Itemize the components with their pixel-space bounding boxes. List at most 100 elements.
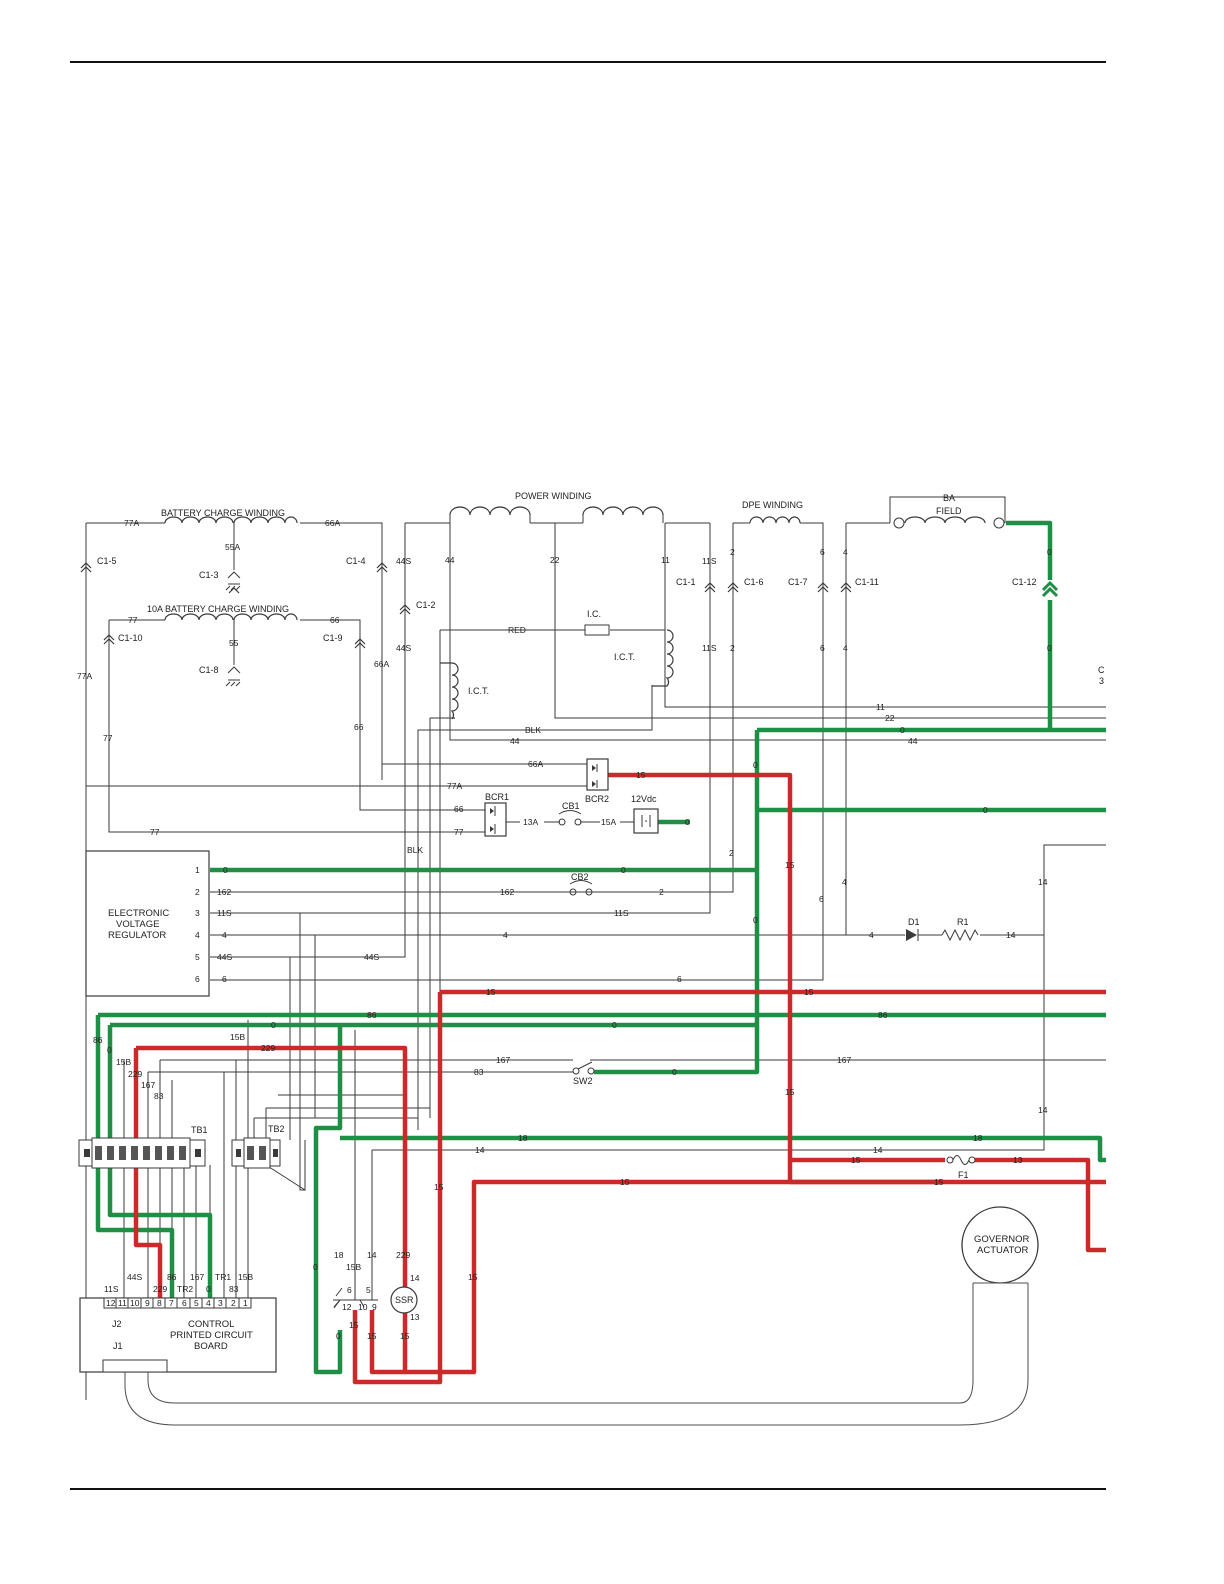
dpe-winding-coil: [749, 516, 801, 524]
svg-text:55: 55: [229, 638, 239, 648]
svg-text:44: 44: [510, 736, 520, 746]
svg-text:C1-5: C1-5: [97, 556, 117, 566]
svg-text:167: 167: [496, 1055, 510, 1065]
ground-icon: [225, 571, 241, 687]
svg-text:15: 15: [468, 1272, 478, 1282]
svg-text:6: 6: [820, 547, 825, 557]
svg-text:2: 2: [659, 887, 664, 897]
tb1-terminal-block: [78, 1137, 206, 1169]
label-power-winding: POWER WINDING: [515, 491, 592, 501]
svg-text:11S: 11S: [702, 556, 717, 566]
label-12vdc: 12Vdc: [631, 794, 657, 804]
svg-text:4: 4: [195, 930, 200, 940]
svg-text:0: 0: [206, 1284, 211, 1294]
actuator-harness: [124, 1282, 1029, 1426]
svg-text:77: 77: [128, 615, 138, 625]
label-tb1: TB1: [191, 1125, 208, 1135]
svg-text:C1-8: C1-8: [199, 665, 219, 675]
svg-text:8: 8: [157, 1298, 162, 1308]
svg-text:77A: 77A: [124, 518, 139, 528]
label-r1: R1: [957, 917, 969, 927]
svg-text:229: 229: [261, 1043, 275, 1053]
battery-charge-coil: [164, 516, 298, 524]
svg-text:15: 15: [804, 987, 814, 997]
battery-12vdc-icon: [633, 808, 659, 834]
svg-text:44S: 44S: [217, 952, 232, 962]
svg-text:15: 15: [367, 1331, 377, 1341]
ssr-relay: [390, 1286, 418, 1314]
svg-text:229: 229: [128, 1069, 142, 1079]
svg-text:86: 86: [878, 1010, 888, 1020]
label-dpe-winding: DPE WINDING: [742, 500, 803, 510]
label-tb2: TB2: [268, 1124, 285, 1134]
svg-text:229: 229: [396, 1250, 410, 1260]
svg-text:13: 13: [1013, 1155, 1023, 1165]
svg-text:14: 14: [475, 1145, 485, 1155]
svg-text:0: 0: [313, 1262, 318, 1272]
cb2-breaker-icon: [569, 880, 593, 896]
svg-text:0: 0: [621, 865, 626, 875]
svg-text:6: 6: [222, 974, 227, 984]
label-governor-2: ACTUATOR: [977, 1245, 1029, 1256]
relay-pin-labels: 12 10 9 6 5 14 13: [342, 1273, 420, 1322]
svg-text:6: 6: [820, 643, 825, 653]
svg-text:66A: 66A: [528, 759, 543, 769]
label-j2: J2: [112, 1319, 122, 1329]
svg-text:10: 10: [358, 1302, 368, 1312]
label-governor-1: GOVERNOR: [974, 1234, 1030, 1245]
svg-text:C1-4: C1-4: [346, 556, 366, 566]
bcr1-rectifier: [484, 802, 634, 837]
battery-charge-10a-coil: [164, 613, 298, 621]
thin-wiring: [85, 496, 1106, 1400]
svg-text:11: 11: [661, 555, 670, 565]
svg-text:162: 162: [217, 887, 231, 897]
svg-text:C1-2: C1-2: [416, 600, 436, 610]
label-cut-c: C: [1098, 665, 1105, 675]
label-cb1: CB1: [562, 801, 580, 811]
label-evr-2: VOLTAGE: [116, 919, 159, 930]
svg-text:4: 4: [206, 1298, 211, 1308]
svg-text:0: 0: [753, 760, 758, 770]
sw2-switch-icon: [572, 1061, 595, 1075]
svg-text:C1-1: C1-1: [676, 577, 696, 587]
svg-text:22: 22: [885, 713, 895, 723]
ict-left-coil: [440, 662, 459, 720]
label-pcb-2: PRINTED CIRCUIT: [170, 1330, 253, 1341]
svg-text:12: 12: [106, 1298, 116, 1308]
svg-text:0: 0: [612, 1020, 617, 1030]
svg-text:77: 77: [454, 827, 464, 837]
svg-text:3: 3: [218, 1298, 223, 1308]
svg-text:15: 15: [486, 987, 496, 997]
label-ict-left: I.C.T.: [468, 686, 489, 696]
label-j1: J1: [113, 1341, 123, 1351]
svg-text:0: 0: [1047, 547, 1052, 557]
svg-text:0: 0: [753, 915, 758, 925]
svg-text:0: 0: [900, 725, 905, 735]
label-ic: I.C.: [587, 609, 601, 619]
label-evr-3: REGULATOR: [108, 930, 166, 941]
svg-text:18: 18: [334, 1250, 344, 1260]
r1-resistor-icon: [941, 928, 979, 942]
svg-text:14: 14: [1038, 877, 1048, 887]
connector-c1-12-icon: [1041, 580, 1059, 598]
svg-text:0: 0: [271, 1020, 276, 1030]
svg-text:9: 9: [145, 1298, 150, 1308]
svg-text:BLK: BLK: [407, 845, 423, 855]
label-cb2: CB2: [571, 872, 589, 882]
label-ba: BA: [943, 493, 955, 503]
svg-text:18: 18: [518, 1133, 528, 1143]
svg-text:86: 86: [367, 1010, 377, 1020]
svg-text:BLK: BLK: [525, 725, 541, 735]
svg-text:13: 13: [410, 1312, 420, 1322]
svg-text:162: 162: [500, 887, 514, 897]
svg-text:RED: RED: [508, 625, 526, 635]
svg-text:0: 0: [685, 817, 690, 827]
svg-text:14: 14: [1006, 930, 1016, 940]
svg-text:11: 11: [118, 1298, 127, 1308]
svg-text:15: 15: [934, 1177, 944, 1187]
svg-text:6: 6: [677, 974, 682, 984]
svg-text:15: 15: [785, 1087, 795, 1097]
svg-text:C1-10: C1-10: [118, 633, 143, 643]
svg-text:86: 86: [167, 1272, 177, 1282]
evr-pin-numbers: 1 2 3 4 5 6: [195, 865, 200, 984]
